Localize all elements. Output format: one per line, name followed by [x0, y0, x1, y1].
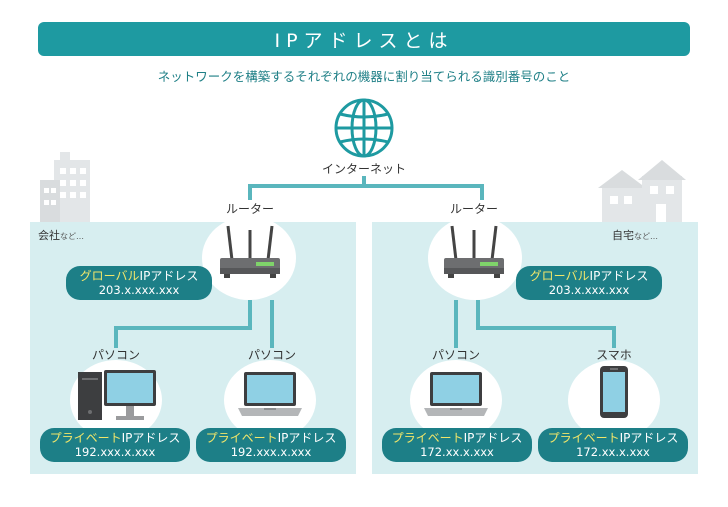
connector-line: [248, 184, 484, 188]
company-label: 会社など…: [38, 227, 84, 243]
connector-line: [476, 326, 616, 330]
left-global-ip-label: IPアドレス: [139, 269, 199, 283]
page-title: IPアドレスとは: [38, 22, 690, 56]
connector-line: [480, 184, 484, 200]
connector-line: [248, 184, 252, 200]
right-device1-ip-label: IPアドレス: [463, 431, 523, 445]
left-global-ip-highlight: グローバル: [79, 269, 140, 283]
right-device1-ip-badge: プライベートIPアドレス 172.xx.x.xxx: [382, 428, 532, 462]
page-title-text: IPアドレスとは: [274, 29, 454, 52]
left-device2-ip-badge: プライベートIPアドレス 192.xxx.x.xxx: [196, 428, 346, 462]
right-device2-ip-badge: プライベートIPアドレス 172.xx.x.xxx: [538, 428, 688, 462]
smartphone-icon: [600, 366, 628, 418]
connector-line: [362, 176, 366, 186]
company-label-text: 会社: [38, 229, 60, 242]
connector-line: [454, 300, 458, 348]
right-global-ip-value: 203.x.xxx.xxx: [548, 283, 630, 297]
left-router-label: ルーター: [225, 202, 274, 216]
right-device2-ip-value: 172.xx.x.xxx: [576, 445, 650, 459]
connector-line: [248, 300, 252, 328]
office-building-icon: [40, 152, 90, 224]
left-global-ip-value: 203.x.xxx.xxx: [98, 283, 180, 297]
right-global-ip-label: IPアドレス: [589, 269, 649, 283]
desktop-pc-icon: [78, 370, 156, 420]
house-icon: [598, 160, 686, 224]
connector-line: [612, 326, 616, 348]
connector-line: [476, 300, 480, 328]
left-device1-ip-value: 192.xxx.x.xxx: [74, 445, 156, 459]
left-device1-ip-badge: プライベートIPアドレス 192.xxx.x.xxx: [40, 428, 190, 462]
right-router-icon: [444, 225, 504, 278]
right-device2-ip-highlight: プライベート: [547, 431, 620, 445]
left-device2-ip-value: 192.xxx.x.xxx: [230, 445, 312, 459]
right-device1-ip-value: 172.xx.x.xxx: [420, 445, 494, 459]
left-router-icon: [220, 225, 280, 278]
internet-label: インターネット: [321, 162, 406, 176]
company-label-tail: など…: [60, 232, 84, 241]
subtitle: ネットワークを構築するそれぞれの機器に割り当てられる識別番号のこと: [157, 69, 571, 84]
left-device1-ip-highlight: プライベート: [49, 431, 122, 445]
right-router-label: ルーター: [449, 202, 498, 216]
right-global-ip-highlight: グローバル: [529, 269, 590, 283]
left-device1-label: パソコン: [91, 348, 140, 362]
right-global-ip-badge: グローバルIPアドレス 203.x.xxx.xxx: [516, 266, 662, 300]
left-device2-label: パソコン: [247, 348, 296, 362]
connector-line: [270, 300, 274, 348]
left-global-ip-badge: グローバルIPアドレス 203.x.xxx.xxx: [66, 266, 212, 300]
right-device1-ip-highlight: プライベート: [391, 431, 464, 445]
right-device1-label: パソコン: [431, 348, 480, 362]
globe-icon: [334, 98, 394, 158]
laptop-icon: [238, 372, 302, 416]
left-device1-ip-label: IPアドレス: [121, 431, 181, 445]
laptop-icon: [424, 372, 488, 416]
home-label-tail: など…: [634, 232, 658, 241]
connector-line: [114, 326, 252, 330]
home-label: 自宅など…: [612, 227, 658, 243]
connector-line: [114, 326, 118, 348]
right-device2-ip-label: IPアドレス: [619, 431, 679, 445]
home-label-text: 自宅: [612, 229, 634, 242]
left-device2-ip-label: IPアドレス: [277, 431, 337, 445]
left-device2-ip-highlight: プライベート: [205, 431, 278, 445]
right-device2-label: スマホ: [596, 348, 632, 362]
